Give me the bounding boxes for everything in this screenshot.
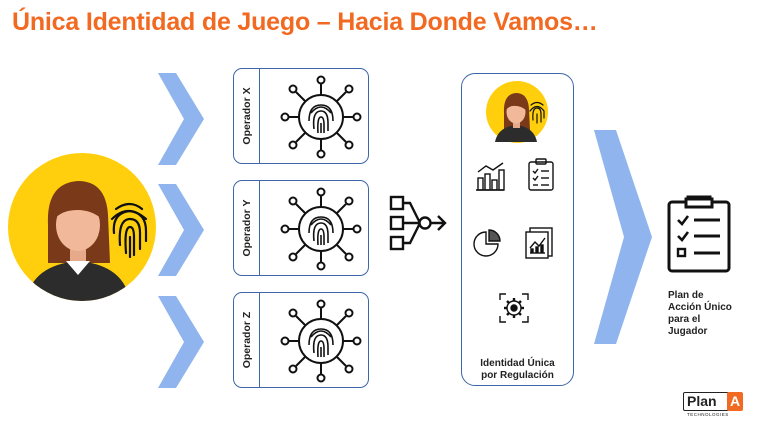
report-chart-icon: [525, 227, 553, 259]
logo-subtitle: TECHNOLOGIES: [687, 412, 729, 417]
identity-panel: Identidad Única por Regulación: [461, 73, 574, 386]
fingerprint-network-icon: [280, 299, 362, 383]
merge-icon: [389, 195, 447, 251]
pie-chart-icon: [473, 229, 501, 257]
small-user-avatar-icon: [486, 81, 548, 143]
operator-label: Operador X: [241, 87, 253, 145]
clipboard-checklist-icon: [528, 158, 554, 191]
action-plan-clipboard-icon: [667, 195, 731, 273]
operator-box-x: Operador X: [233, 68, 369, 164]
operator-box-z: Operador Z: [233, 292, 369, 388]
action-plan-label: Plan de Acción Único para el Jugador: [668, 290, 732, 337]
chevron-z-icon: [158, 296, 204, 388]
fingerprint-icon: [110, 202, 148, 259]
fingerprint-network-icon: [280, 75, 362, 159]
logo-plan-text: Plan: [683, 392, 729, 411]
user-avatar: [8, 153, 156, 301]
chevron-x-icon: [158, 73, 204, 165]
chevron-y-icon: [158, 184, 204, 276]
logo-a-text: A: [727, 392, 743, 411]
chevron-large-icon: [594, 130, 652, 344]
operator-label: Operador Y: [241, 199, 253, 257]
fingerprint-network-icon: [280, 187, 362, 271]
gear-scan-icon: [499, 293, 529, 323]
plan-a-logo: Plan A TECHNOLOGIES: [683, 392, 745, 418]
user-avatar-icon: [26, 181, 148, 301]
identity-label: Identidad Única por Regulación: [480, 358, 555, 381]
operator-label: Operador Z: [241, 311, 253, 369]
bar-chart-icon: [476, 162, 505, 191]
page-title: Única Identidad de Juego – Hacia Donde V…: [12, 8, 598, 36]
operator-box-y: Operador Y: [233, 180, 369, 276]
